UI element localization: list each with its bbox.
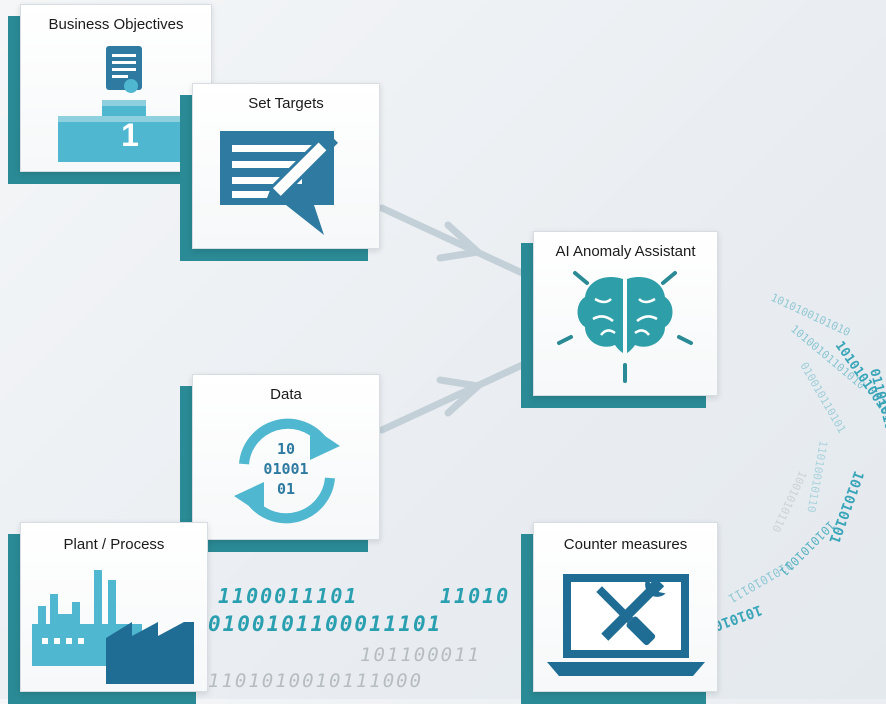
binary-row-1b: 11010 — [440, 584, 511, 608]
data-binary-line1: 10 — [276, 440, 296, 458]
factory-icon — [32, 570, 194, 684]
podium-number: 1 — [121, 117, 139, 153]
counter-measures-card: Counter measures — [521, 522, 718, 704]
svg-text:1010100101010: 1010100101010 — [769, 291, 853, 339]
svg-text:1001010110: 1001010110 — [769, 469, 809, 535]
plant-process-card: Plant / Process — [8, 522, 208, 704]
podium-certificate-icon — [58, 46, 190, 162]
data-title: Data — [270, 386, 302, 403]
sync-arrows-icon — [234, 418, 340, 524]
laptop-tools-icon — [547, 574, 705, 676]
brain-icon — [557, 271, 693, 383]
svg-text:0101010111: 0101010111 — [726, 557, 796, 605]
data-card: Data 10 01001 01 — [180, 374, 380, 552]
binary-row-2: 0100101100011101 — [208, 612, 443, 636]
plant-process-title: Plant / Process — [63, 536, 165, 553]
data-binary-line3: 01 — [276, 480, 296, 498]
set-targets-title: Set Targets — [248, 95, 324, 112]
business-objectives-card: Business Objectives 1 — [8, 4, 212, 184]
business-objectives-title: Business Objectives — [48, 16, 184, 33]
ai-assistant-title: AI Anomaly Assistant — [555, 243, 696, 260]
arrow-targets-to-ai — [378, 204, 537, 282]
binary-row-3: 101100011 — [360, 644, 481, 666]
arrow-data-to-ai — [378, 356, 537, 434]
speech-bubble-pencil-icon — [220, 130, 339, 235]
set-targets-card: Set Targets — [180, 83, 380, 261]
ai-assistant-card: AI Anomaly Assistant — [521, 231, 718, 408]
binary-row-4: 1101010010111000 — [208, 670, 424, 692]
binary-row-1a: 1100011101 — [218, 584, 359, 608]
data-binary-line2: 01001 — [263, 460, 309, 478]
svg-text:0110101011: 0110101011 — [866, 367, 886, 447]
counter-measures-title: Counter measures — [563, 536, 688, 553]
